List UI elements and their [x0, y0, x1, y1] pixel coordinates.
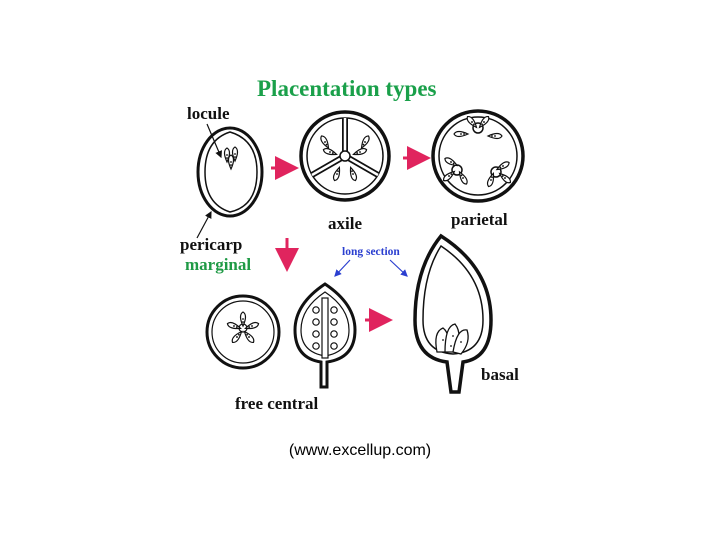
blue-arrow-left	[334, 259, 351, 277]
label-free-central: free central	[235, 394, 318, 413]
label-pericarp: pericarp	[180, 235, 242, 254]
marginal-diagram	[196, 126, 264, 218]
parietal-diagram	[431, 109, 525, 203]
label-basal: basal	[481, 365, 519, 384]
label-marginal: marginal	[185, 255, 251, 274]
blue-arrow-right	[389, 259, 408, 277]
basal-diagram	[413, 233, 493, 394]
label-axile: axile	[328, 214, 362, 233]
free-central-long-section	[293, 282, 357, 389]
label-long-section: long section	[342, 246, 400, 258]
source-caption: (www.excellup.com)	[288, 442, 432, 459]
label-parietal: parietal	[451, 210, 508, 229]
placentation-figure: Placentation types locule pericarp margi…	[175, 62, 545, 420]
axile-diagram	[299, 110, 391, 202]
label-locule: locule	[187, 104, 230, 123]
free-central-cross-section	[205, 294, 281, 370]
figure-title: Placentation types	[257, 76, 437, 101]
